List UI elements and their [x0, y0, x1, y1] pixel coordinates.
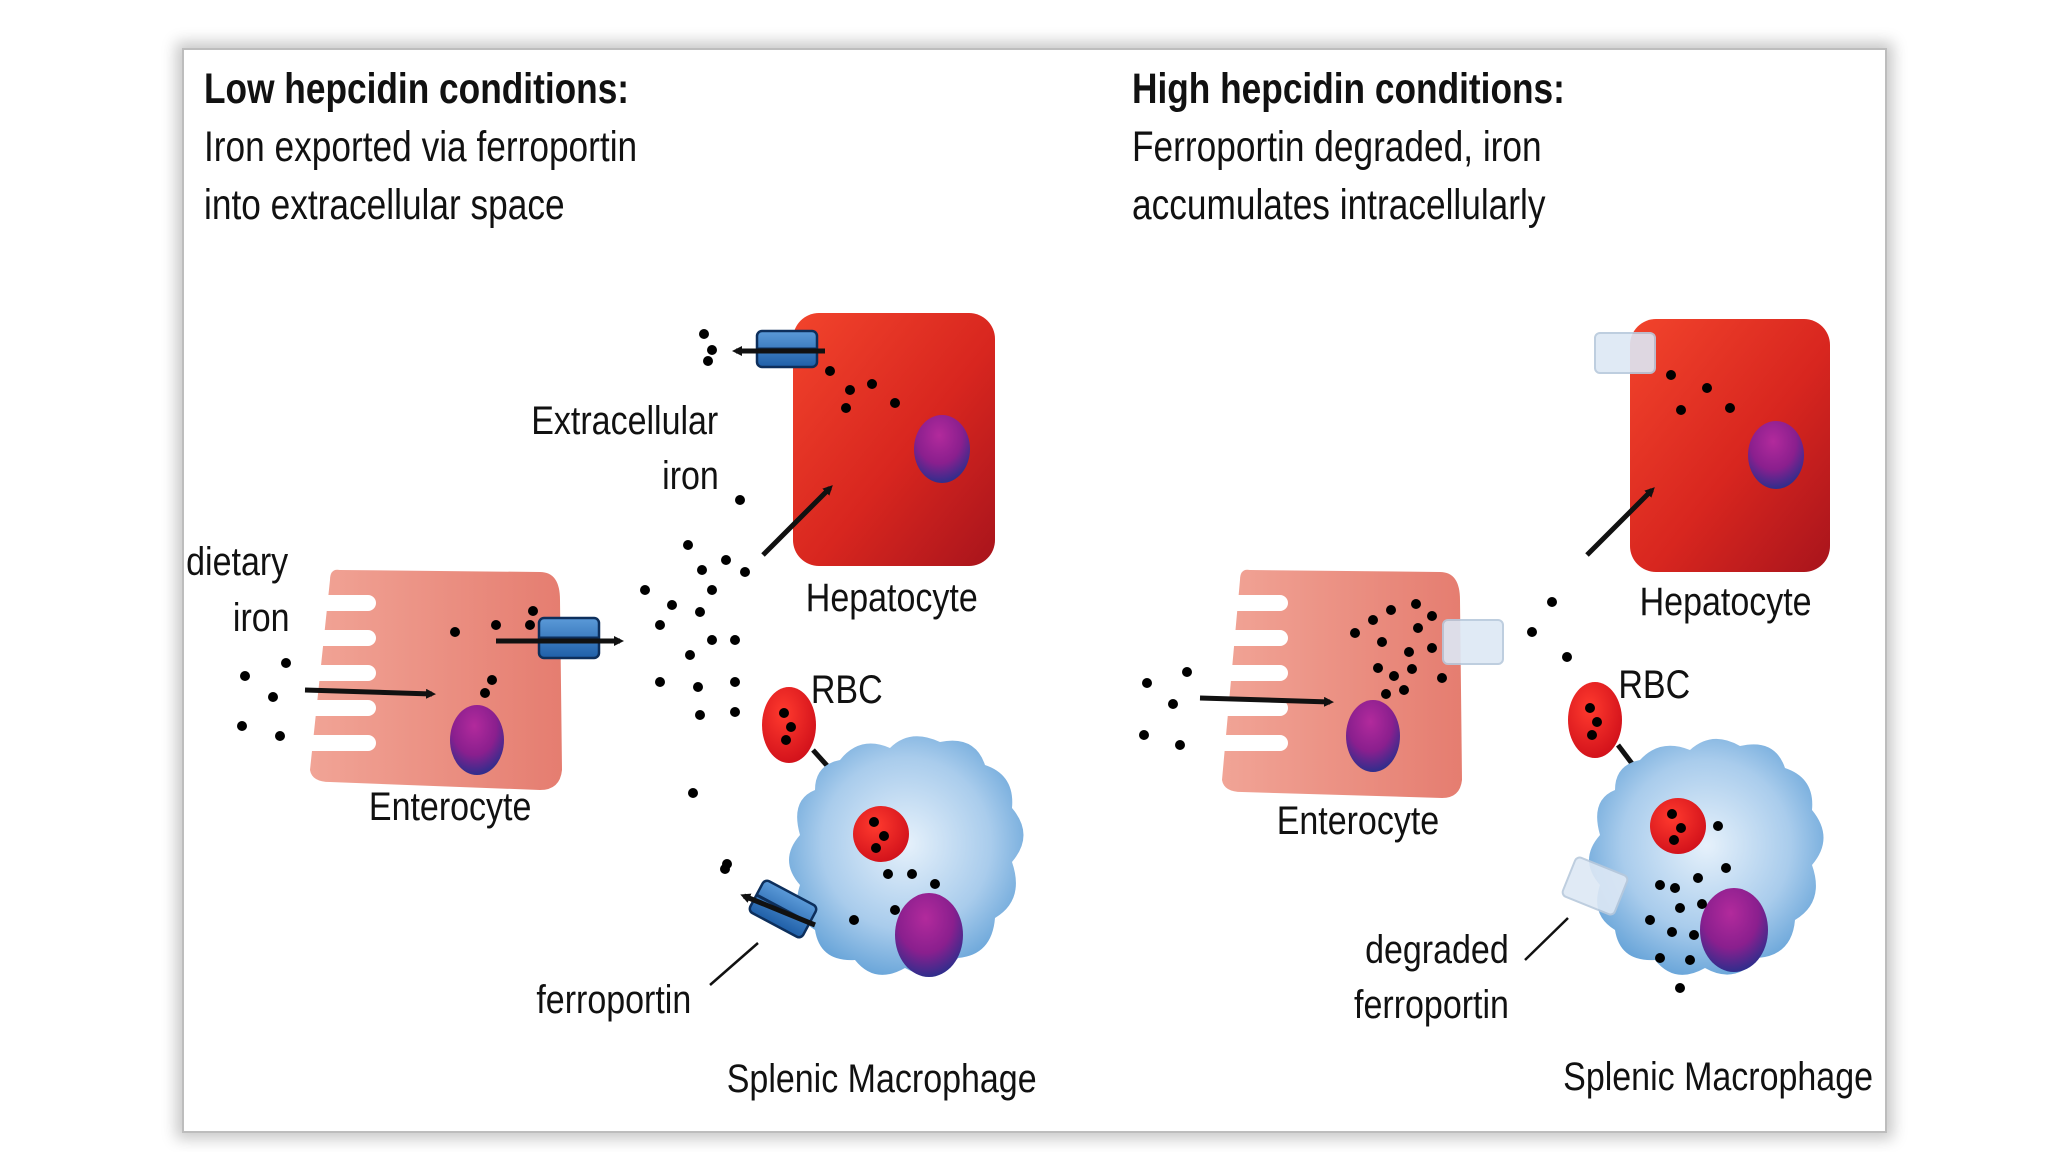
right-title: High hepcidin conditions:	[1132, 65, 1565, 113]
left-heading: Low hepcidin conditions: Iron exported v…	[204, 60, 637, 234]
nucleus-icon	[914, 415, 970, 483]
dietary-iron-dots	[1139, 667, 1192, 750]
exported-iron-hepatocyte	[699, 329, 717, 366]
extracellular-iron-dots	[640, 495, 750, 869]
iron-dots-enterocyte	[450, 606, 538, 698]
degraded-ferroportin-leader-line	[1524, 917, 1569, 961]
ferroportin-label: ferroportin	[536, 976, 691, 1021]
degraded-ferroportin-label-2: ferroportin	[1354, 981, 1509, 1026]
degraded-ferroportin-icon	[1594, 332, 1656, 374]
nucleus-icon	[1346, 700, 1400, 772]
dietary-iron-label-1: dietary	[186, 538, 288, 583]
right-heading: High hepcidin conditions: Ferroportin de…	[1132, 60, 1565, 234]
nucleus-icon	[1748, 421, 1804, 489]
right-subtitle-line1: Ferroportin degraded, iron	[1132, 123, 1542, 171]
arrow-icon	[761, 485, 833, 557]
degraded-ferroportin-label-1: degraded	[1365, 926, 1509, 971]
nucleus-icon	[895, 893, 963, 977]
enterocyte-label: Enterocyte	[369, 783, 531, 828]
macrophage-label: Splenic Macrophage	[727, 1055, 1037, 1100]
extracellular-iron-label-1: Extracellular	[531, 397, 718, 442]
enterocyte-icon	[300, 569, 562, 790]
right-subtitle-line2: accumulates intracellularly	[1132, 181, 1546, 229]
right-panel: Hepatocyte Enterocyte RBC degraded ferro…	[1139, 319, 1873, 1099]
arrow-icon	[304, 687, 436, 699]
iron-dots-hepatocyte	[1666, 370, 1735, 415]
extracellular-iron-dots	[1527, 597, 1572, 662]
rbc-icon	[762, 687, 816, 763]
iron-dots-enterocyte	[1350, 599, 1447, 699]
extracellular-iron-label-2: iron	[662, 452, 719, 497]
ferroportin-leader-line	[709, 942, 759, 986]
hepatocyte-label: Hepatocyte	[1640, 578, 1812, 623]
left-title: Low hepcidin conditions:	[204, 65, 630, 113]
enterocyte-label: Enterocyte	[1277, 797, 1439, 842]
macrophage-label: Splenic Macrophage	[1563, 1053, 1873, 1098]
arrow-icon	[740, 893, 816, 928]
hepatocyte-icon	[793, 313, 995, 566]
left-panel: dietary iron Extracellular iron Hepatocy…	[186, 313, 1037, 1101]
dietary-iron-label-2: iron	[233, 594, 290, 639]
rbc-label: RBC	[1618, 661, 1690, 706]
nucleus-icon	[1700, 888, 1768, 972]
hepatocyte-label: Hepatocyte	[806, 574, 978, 619]
dietary-iron-dots	[237, 658, 291, 741]
hepatocyte-icon	[1630, 319, 1830, 572]
rbc-icon	[1568, 682, 1622, 758]
left-subtitle-line1: Iron exported via ferroportin	[204, 123, 638, 171]
nucleus-icon	[450, 705, 504, 775]
arrow-icon	[1585, 487, 1655, 557]
degraded-ferroportin-icon	[1561, 856, 1629, 916]
rbc-label: RBC	[811, 666, 883, 711]
degraded-ferroportin-icon	[1442, 619, 1504, 665]
macrophage-icon	[789, 736, 1024, 977]
macrophage-icon	[1589, 738, 1824, 993]
enterocyte-icon	[1212, 569, 1462, 798]
left-subtitle-line2: into extracellular space	[204, 181, 565, 229]
ferroportin-icon	[537, 616, 601, 660]
iron-dots-hepatocyte	[825, 366, 900, 413]
arrow-icon	[1199, 695, 1334, 707]
